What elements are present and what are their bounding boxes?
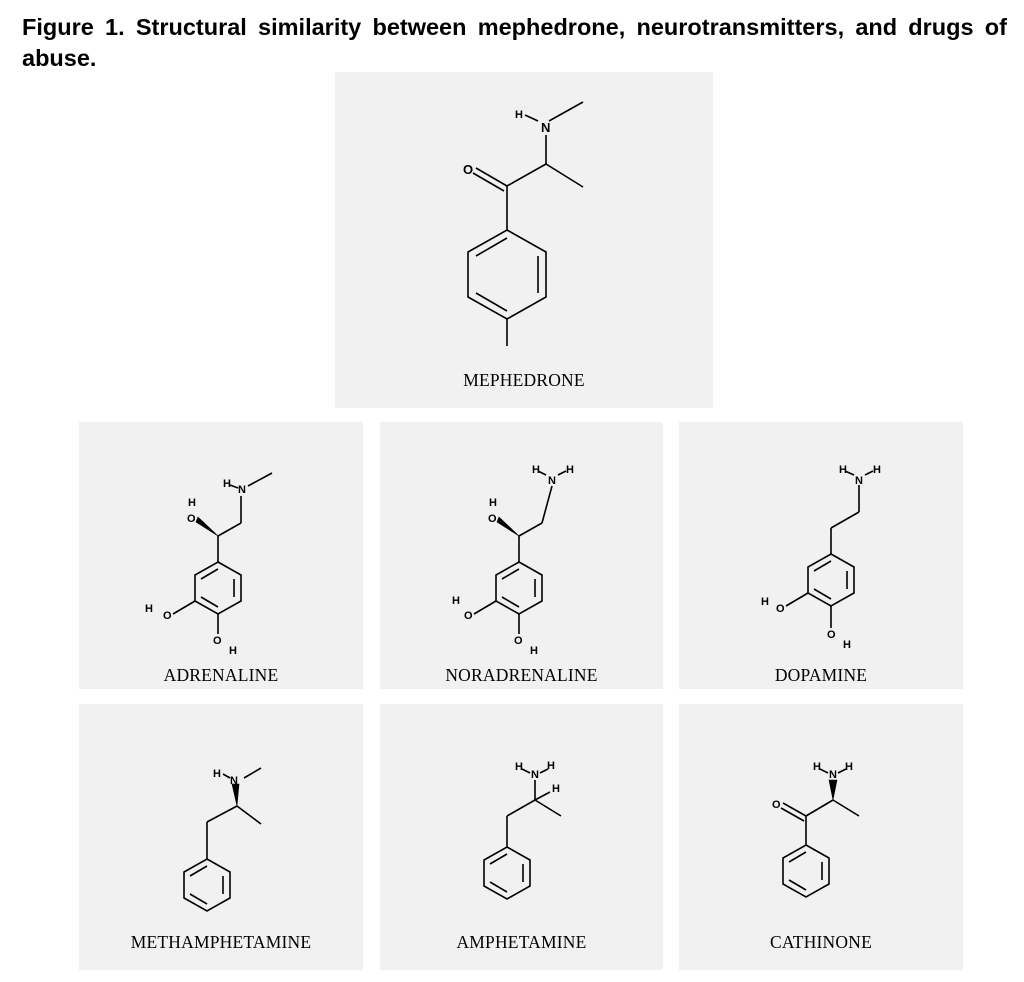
panel-mephedrone: N H O MEPHEDRONE — [335, 72, 713, 408]
atom-h: H — [552, 783, 560, 795]
atom-o: O — [163, 610, 172, 622]
molecule-name: AMPHETAMINE — [456, 932, 587, 952]
atom-o: O — [464, 610, 473, 622]
atom-h: H — [843, 639, 851, 651]
structure-methamphetamine: N H — [183, 767, 262, 912]
structure-cathinone: N H H O — [772, 761, 860, 898]
panel-amphetamine: N H H H AMPHETAMINE — [380, 704, 663, 970]
atom-h: H — [515, 109, 523, 121]
structure-dopamine: N H H O H O H — [761, 464, 881, 651]
structure-adrenaline: N H O H O H O H — [145, 472, 273, 657]
atom-h: H — [489, 497, 497, 509]
molecule-name: DOPAMINE — [774, 665, 868, 685]
atom-h: H — [530, 645, 538, 657]
structure-noradrenaline: N H H O H O H O H — [452, 464, 574, 657]
atom-h: H — [223, 478, 231, 490]
atom-n: N — [531, 769, 539, 781]
atom-h: H — [515, 761, 523, 773]
atom-h: H — [813, 761, 821, 773]
atom-n: N — [855, 475, 863, 487]
molecule-name: NORADRENALINE — [445, 665, 598, 685]
atom-h: H — [213, 768, 221, 780]
atom-h: H — [566, 464, 574, 476]
panel-dopamine: N H H O H O H DOPAMINE — [679, 422, 963, 689]
atom-o: O — [187, 513, 196, 525]
atom-h: H — [547, 760, 555, 772]
atom-h: H — [845, 761, 853, 773]
panel-cathinone: N H H O CATHINONE — [679, 704, 963, 970]
molecule-name: ADRENALINE — [163, 665, 279, 685]
structure-amphetamine: N H H H — [483, 760, 562, 900]
panel-adrenaline: N H O H O H O H ADRENALINE — [79, 422, 363, 689]
structure-mephedrone: N H O — [463, 101, 584, 346]
atom-h: H — [188, 497, 196, 509]
atom-o: O — [827, 629, 836, 641]
atom-n: N — [829, 769, 837, 781]
atom-h: H — [229, 645, 237, 657]
atom-h: H — [873, 464, 881, 476]
molecule-name: CATHINONE — [770, 932, 872, 952]
atom-h: H — [452, 595, 460, 607]
molecule-name: MEPHEDRONE — [463, 370, 585, 390]
atom-h: H — [145, 603, 153, 615]
atom-h: H — [532, 464, 540, 476]
panel-methamphetamine: N H METHAMPHETAMINE — [79, 704, 363, 970]
figure-caption: Figure 1. Structural similarity between … — [22, 14, 1007, 71]
atom-o: O — [463, 162, 473, 177]
atom-n: N — [230, 775, 238, 787]
atom-o: O — [776, 603, 785, 615]
molecule-name: METHAMPHETAMINE — [130, 932, 312, 952]
atom-n: N — [548, 475, 556, 487]
atom-o: O — [772, 799, 781, 811]
atom-h: H — [839, 464, 847, 476]
atom-h: H — [761, 596, 769, 608]
atom-n: N — [238, 484, 246, 496]
atom-o: O — [514, 635, 523, 647]
atom-o: O — [213, 635, 222, 647]
atom-o: O — [488, 513, 497, 525]
panel-noradrenaline: N H H O H O H O H NORADRENALINE — [380, 422, 663, 689]
atom-n: N — [541, 120, 550, 135]
